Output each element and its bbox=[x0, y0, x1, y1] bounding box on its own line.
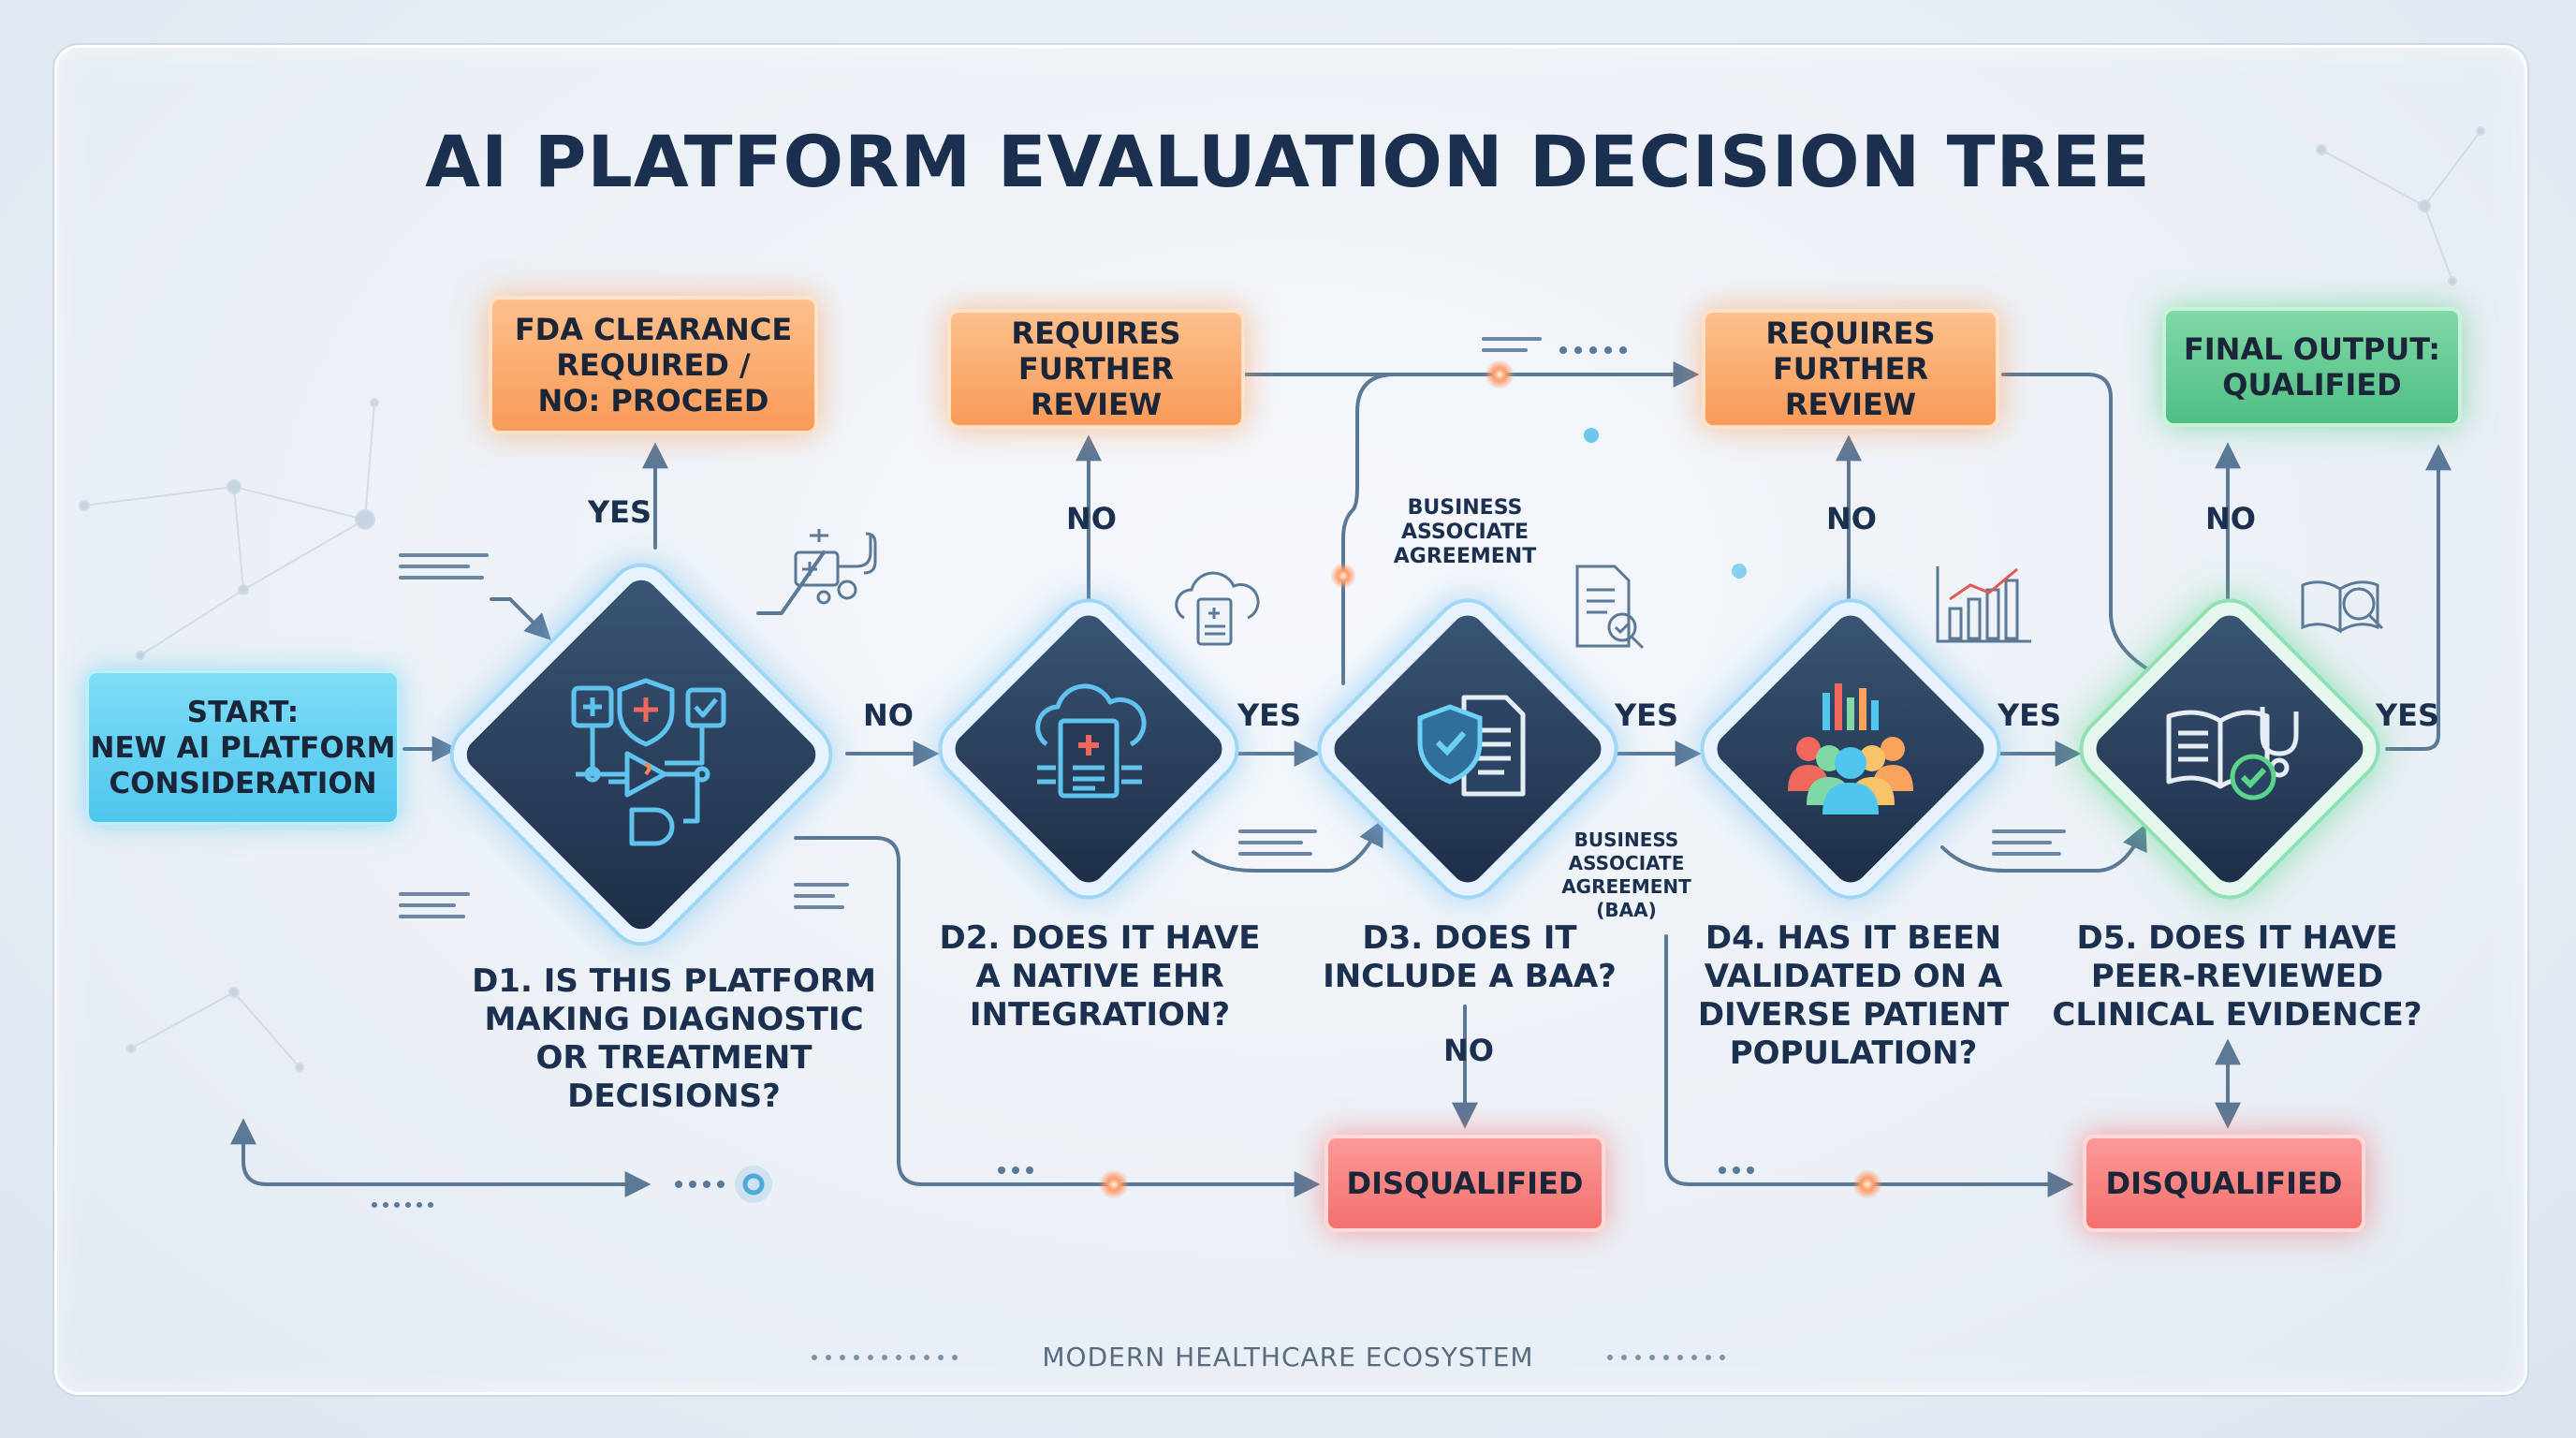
connector-d2-loop bbox=[1192, 818, 1383, 873]
question-d1: D1. IS THIS PLATFORM MAKING DIAGNOSTIC O… bbox=[472, 962, 876, 1115]
question-d4: D4. HAS IT BEEN VALIDATED ON A DIVERSE P… bbox=[1697, 919, 2010, 1072]
label-d1-yes: YES bbox=[588, 494, 652, 530]
connector-d5-yes bbox=[2385, 444, 2452, 751]
label-d4-no: NO bbox=[1826, 501, 1877, 536]
label-d3-no: NO bbox=[1443, 1033, 1494, 1068]
label-d2-yes: YES bbox=[1237, 697, 1302, 733]
note-baa-top: BUSINESS ASSOCIATE AGREEMENT bbox=[1393, 496, 1537, 568]
qualified-node: FINAL OUTPUT: QUALIFIED bbox=[2162, 307, 2462, 427]
footer-dots bbox=[812, 1355, 1725, 1360]
patient-population-icon bbox=[1788, 683, 1913, 814]
cloud-document-icon bbox=[1035, 683, 1147, 799]
connector-d3-up bbox=[1341, 373, 1397, 685]
label-d4-yes: YES bbox=[1998, 697, 2062, 733]
bar-chart-icon bbox=[1936, 566, 2031, 643]
further-review-node-1: REQUIRES FURTHER REVIEW bbox=[947, 309, 1245, 429]
question-d2: D2. DOES IT HAVE A NATIVE EHR INTEGRATIO… bbox=[939, 919, 1261, 1034]
clinical-evidence-icon bbox=[2166, 707, 2299, 800]
connector-d3-disq2 bbox=[1664, 934, 2074, 1197]
page-title: AI PLATFORM EVALUATION DECISION TREE bbox=[425, 120, 2151, 203]
start-node: START: NEW AI PLATFORM CONSIDERATION bbox=[86, 670, 400, 825]
fda-clearance-node: FDA CLEARANCE REQUIRED / NO: PROCEED bbox=[489, 296, 818, 434]
footer-caption: MODERN HEALTHCARE ECOSYSTEM bbox=[1042, 1342, 1534, 1372]
label-d2-no: NO bbox=[1066, 501, 1117, 536]
further-review-node-2: REQUIRES FURTHER REVIEW bbox=[1702, 309, 1999, 429]
label-d5-no: NO bbox=[2205, 501, 2256, 536]
label-d1-no: NO bbox=[863, 697, 914, 733]
label-d3-yes: YES bbox=[1615, 697, 1679, 733]
cloud-report-icon bbox=[1175, 571, 1260, 646]
connector-d4-loop bbox=[1940, 823, 2147, 873]
connector-d1-disq1 bbox=[794, 836, 1321, 1197]
disqualified-node-2: DISQUALIFIED bbox=[2083, 1135, 2365, 1232]
medical-equipment-icon bbox=[794, 529, 877, 605]
shield-document-icon bbox=[1417, 695, 1526, 797]
question-d3: D3. DOES IT INCLUDE A BAA? bbox=[1323, 919, 1617, 995]
medical-logic-icon bbox=[571, 678, 726, 846]
label-d5-yes: YES bbox=[2376, 697, 2440, 733]
connector-start-loop bbox=[230, 1118, 651, 1197]
connector-note-d1 bbox=[490, 597, 551, 640]
note-baa-bottom: BUSINESS ASSOCIATE AGREEMENT (BAA) bbox=[1561, 829, 1691, 921]
research-magnifier-icon bbox=[2301, 580, 2384, 634]
disqualified-node-1: DISQUALIFIED bbox=[1325, 1135, 1605, 1232]
document-search-icon bbox=[1575, 565, 1645, 650]
question-d5: D5. DOES IT HAVE PEER-REVIEWED CLINICAL … bbox=[2052, 919, 2422, 1034]
connector-review2-d5 bbox=[2001, 373, 2150, 671]
